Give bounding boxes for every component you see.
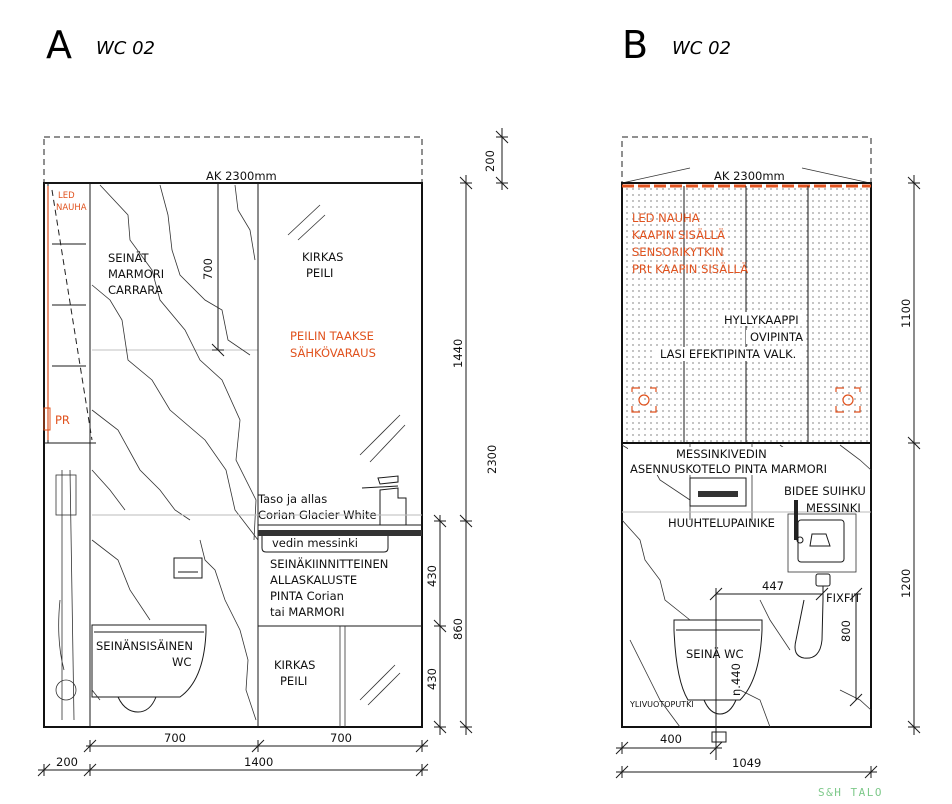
view-a: A WC 02 AK 2300mm: [37, 23, 509, 777]
dim-800: 800: [839, 620, 853, 642]
view-b-room: WC 02: [672, 38, 731, 59]
dims-a-vertical: [433, 128, 509, 735]
shelf-label-2: OVIPINTA: [750, 330, 803, 344]
dims-b-vertical: [907, 175, 921, 735]
dim-mirror-drop: 700: [201, 258, 215, 280]
faucet-label: vedin messinki: [272, 536, 358, 550]
led-b-1: LED NAUHA: [632, 211, 700, 225]
soffit-outline-b: [621, 136, 872, 184]
view-a-room: WC 02: [96, 38, 155, 59]
bidet-label-1: BIDEE SUIHKU: [784, 484, 866, 498]
cabinet-label-1: SEINÄKIINNITTEINEN: [270, 556, 388, 571]
led-b-2: KAAPIN SISÄLLÄ: [632, 227, 725, 242]
pr-label-a: PR: [55, 413, 70, 427]
dim-upper: 1440: [451, 339, 465, 368]
fixfit-label: FIXFIT: [826, 591, 862, 605]
bidet-label-2: MESSINKI: [806, 501, 861, 515]
shelf-label-1: HYLLYKAAPPI: [724, 313, 799, 327]
dims-b-horizontal: [615, 741, 878, 779]
mirror-label-a-2: PEILI: [306, 266, 333, 280]
dim-width: 1400: [244, 755, 273, 769]
overflow-label: YLIVUOTOPUTKI: [629, 700, 694, 709]
dim-lower-b: 1200: [899, 569, 913, 598]
toilet-a-2: WC: [172, 655, 191, 669]
cabinet-label-2: ALLASKALUSTE: [270, 573, 357, 587]
view-b: B WC 02 AK 2300mm LED NAUHA KAAPI: [615, 23, 921, 779]
ceiling-height-a: AK 2300mm: [206, 169, 277, 183]
dim-total: 2300: [485, 445, 499, 474]
dim-c1: 430: [425, 565, 439, 587]
toilet-b-label: SEINÄ WC: [686, 646, 743, 661]
flush-label: HUUHTELUPAINIKE: [668, 516, 775, 530]
mirror-low-1: KIRKAS: [274, 658, 315, 672]
dim-447: 447: [762, 579, 784, 593]
led-b-3: SENSORIKYTKIN: [632, 245, 724, 259]
marble-veins: [91, 184, 259, 721]
wall-label-a-2: MARMORI: [108, 267, 164, 281]
toilet-a: [55, 469, 207, 721]
dims-a-horizontal: [37, 739, 429, 777]
toilet-b: [673, 619, 763, 715]
dim-left: 200: [56, 755, 78, 769]
dim-upper-b: 1100: [899, 299, 913, 328]
shelf-label-3: LASI EFEKTIPINTA VALK.: [660, 347, 796, 361]
counter-label-1: Taso ja allas: [257, 492, 327, 506]
mirror-label-a-1: KIRKAS: [302, 250, 343, 264]
dim-w2: 700: [330, 731, 352, 745]
mirror-power-1: PEILIN TAAKSE: [290, 329, 374, 343]
dim-left-b: 400: [660, 732, 682, 746]
led-b-4: PRt KAAPIN SISÄLLÄ: [632, 261, 748, 276]
toilet-b-height: n.440: [729, 663, 743, 696]
sensor-right: [835, 387, 861, 413]
led-label-a-1: LED: [58, 191, 75, 201]
dim-width-b: 1049: [732, 756, 761, 770]
dim-c2: 430: [425, 668, 439, 690]
ceiling-height-b: AK 2300mm: [714, 169, 785, 183]
wall-label-a-3: CARRARA: [108, 283, 163, 297]
cabinet-label-4: tai MARMORI: [270, 605, 345, 619]
frame-label-1: MESSINKIVEDIN: [676, 447, 767, 461]
brand-logo: S&H TALO: [818, 786, 883, 799]
cabinet-label-3: PINTA Corian: [270, 589, 344, 603]
led-label-a-2: NAUHA: [56, 203, 87, 213]
frame-label-2: ASENNUSKOTELO PINTA MARMORI: [630, 462, 827, 476]
view-a-letter: A: [46, 23, 72, 67]
basin-counter: [258, 475, 422, 553]
view-b-letter: B: [622, 23, 648, 67]
left-cabinet: PR LED NAUHA: [43, 182, 96, 727]
wall-label-a-1: SEINÄT: [108, 250, 150, 265]
mirror-power-2: SÄHKÖVARAUS: [290, 344, 376, 360]
dim-w1: 700: [164, 731, 186, 745]
dim-top: 200: [483, 150, 497, 172]
toilet-a-1: SEINÄNSISÄINEN: [96, 638, 193, 653]
bidet-shower: [787, 500, 857, 659]
mirror-glare: [287, 204, 406, 463]
dim-cabinet: 860: [451, 618, 465, 640]
mirror-low-2: PEILI: [280, 674, 307, 688]
wall-outline-b: [621, 182, 872, 728]
sensor-left: [631, 387, 657, 413]
